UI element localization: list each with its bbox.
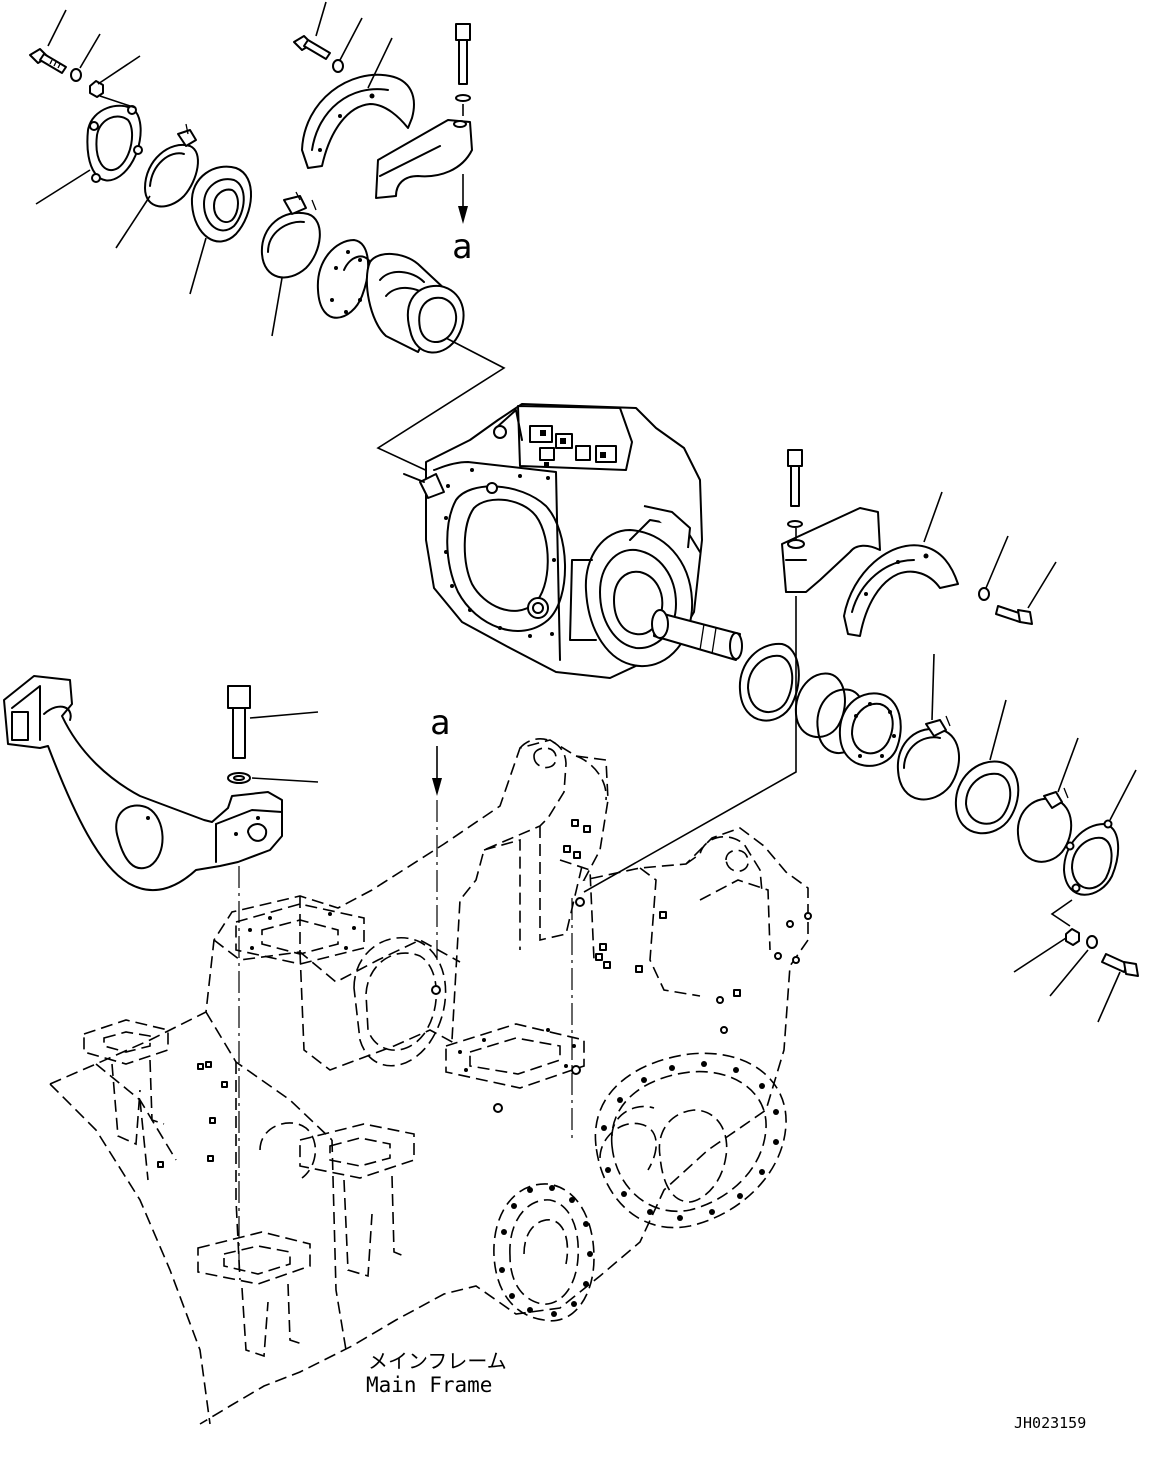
bolt-icon: [29, 48, 67, 74]
washer-icon: [1086, 935, 1098, 949]
mount-disc: [493, 1183, 595, 1322]
coupling-flange: [838, 692, 902, 767]
nut-icon: [89, 80, 104, 98]
nut-icon: [1065, 928, 1080, 946]
washer-icon: [978, 587, 990, 601]
band-clamp: [896, 715, 961, 801]
band-clamp: [1016, 787, 1073, 863]
flange-plate: [86, 104, 143, 183]
washer-icon: [70, 68, 82, 82]
bolt-holes: [499, 1061, 779, 1317]
top-left-part-group: a: [29, 1, 506, 475]
seal-ring: [738, 642, 800, 722]
mount-bracket: [375, 119, 473, 199]
mount-disc: [594, 1052, 787, 1229]
coupling-sleeve: [365, 253, 465, 354]
ref-label-top: a: [452, 227, 472, 267]
flange-plate: [1063, 819, 1120, 896]
long-bolt: [227, 685, 251, 759]
washer-icon: [227, 772, 251, 784]
control-valve: [493, 405, 633, 471]
mount-bracket: [781, 507, 881, 593]
long-bolt: [787, 449, 803, 507]
frame-label-jp: メインフレーム: [368, 1349, 507, 1373]
bolt-holes: [444, 468, 556, 638]
half-cover: [301, 73, 415, 169]
long-bolt: [455, 23, 471, 85]
mount-pad: [445, 1023, 585, 1113]
right-part-group: [571, 449, 1139, 1140]
seal-ring: [954, 760, 1020, 835]
mount-pad: [197, 1231, 311, 1358]
half-cover: [843, 544, 959, 637]
seal-ring: [190, 165, 252, 243]
washer-icon: [787, 520, 803, 528]
coupling-flange: [316, 239, 371, 319]
frame-label-en: Main Frame: [366, 1373, 492, 1397]
mount-pad: [235, 903, 365, 965]
ref-label-mid: a: [430, 703, 450, 743]
transmission-assembly: [403, 403, 743, 679]
mount-pad: [299, 1123, 415, 1278]
band-clamp: [144, 123, 199, 208]
output-shaft: [651, 609, 743, 661]
drawing-number: JH023159: [1014, 1414, 1086, 1432]
band-clamp: [260, 191, 321, 279]
washer-icon: [332, 59, 344, 73]
washer-icon: [455, 94, 471, 102]
mount-pad: [83, 1019, 169, 1146]
frame-bolts: [157, 819, 812, 1168]
main-frame: [49, 738, 812, 1425]
bolt-icon: [293, 35, 331, 60]
support-bracket: [3, 675, 283, 892]
bolt-icon: [1101, 953, 1139, 977]
bolt-icon: [995, 605, 1033, 625]
